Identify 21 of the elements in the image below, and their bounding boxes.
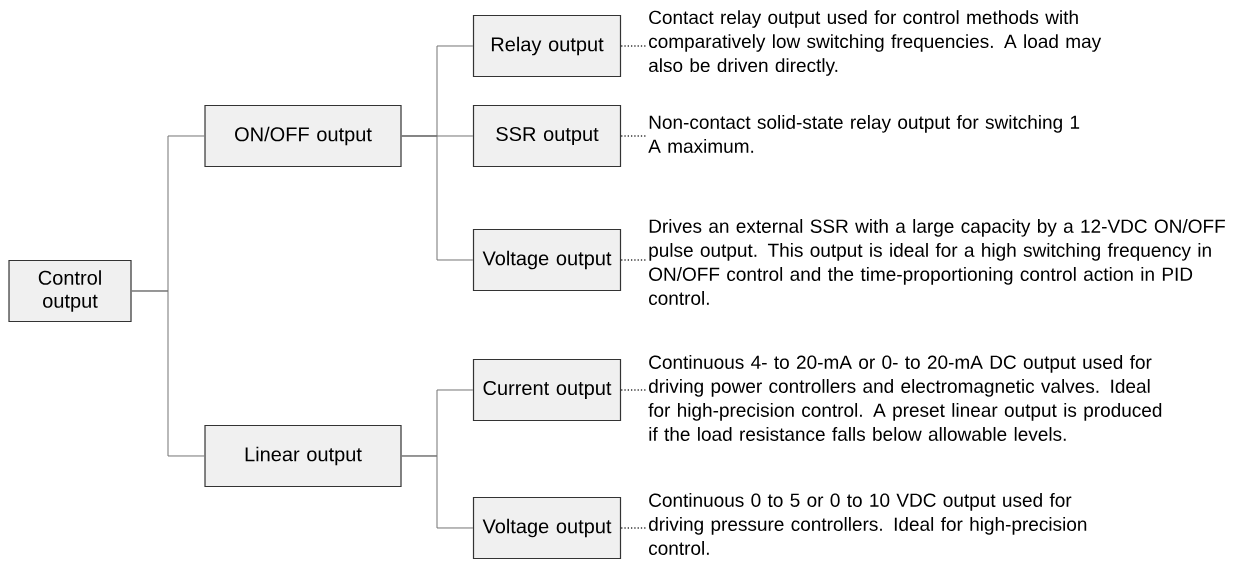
description-text: Contact relay output used for control methods with comparatively low switching frequencies. A load may also be driven directly. [649,10,1102,76]
process-box: Linear output [204,424,402,488]
connector-line [401,135,474,261]
leader-line [620,389,647,391]
connector-line [131,290,205,457]
leader-line [620,259,647,261]
process-box: Current output [472,358,622,422]
description-text: Non-contact solid-state relay output for switching 1 A maximum. [648,115,1080,153]
description-text: Drives an external SSR with a large capacity by a 12-VDC ON/OFF pulse output. This output is ideal for a high switching frequency in ON/OFF control and the time-proportioning control action in PID control. [649,219,1225,305]
description-text: Continuous 4- to 20-mA or 0- to 20-mA DC output used for driving power controllers and electromagnetic valves. Ideal for high-precision control. A preset linear output is produced if the load resistance falls below allowable levels. [648,355,1162,441]
process-box: SSR output [472,104,622,168]
process-box: Relay output [472,14,622,78]
leader-line [620,45,647,47]
process-box: ON/OFF output [204,104,402,168]
connector-line [401,455,474,529]
process-box: Voltage output [472,228,622,292]
leader-line [620,527,647,529]
process-box: Voltage output [472,496,622,560]
leader-line [620,135,647,137]
process-box: Control output [8,259,132,323]
description-text: Continuous 0 to 5 or 0 to 10 VDC output used for driving pressure controllers. Ideal for high-precision control. [649,493,1087,555]
